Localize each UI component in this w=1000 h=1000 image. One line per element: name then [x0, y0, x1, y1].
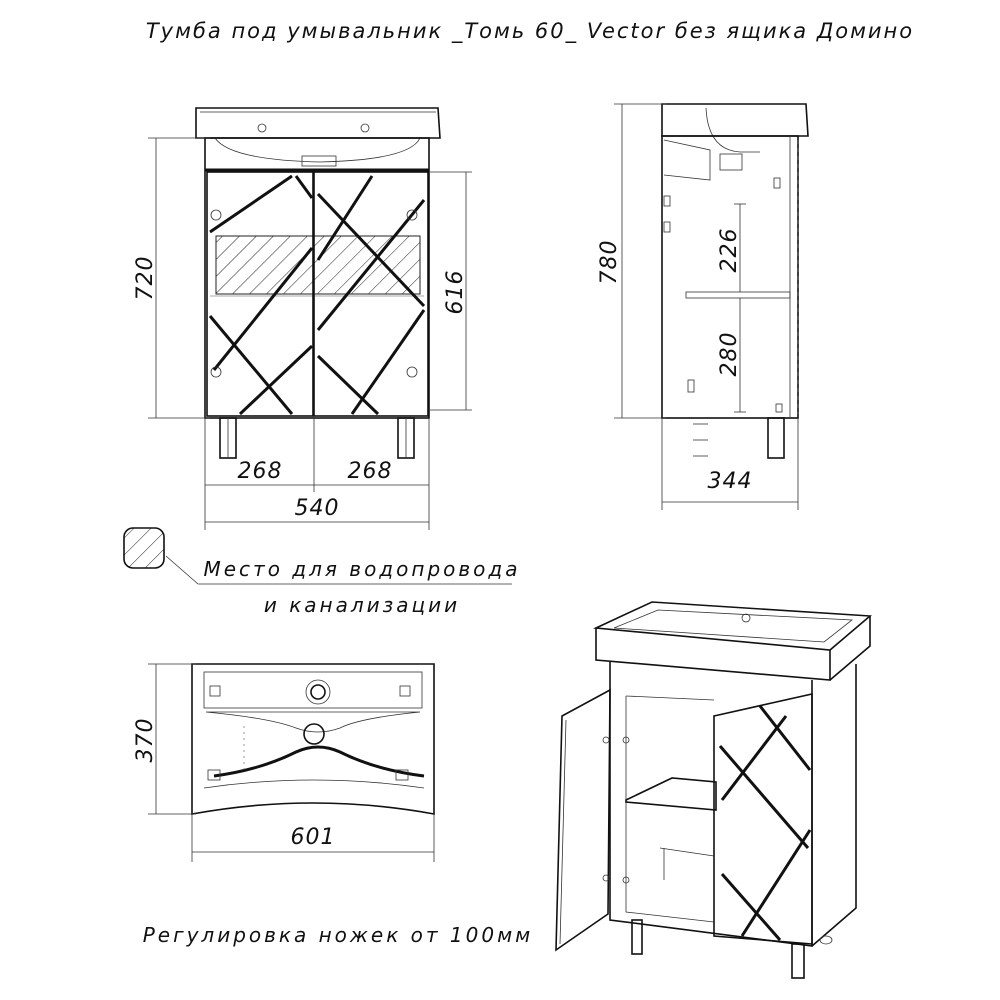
- footer-note: Регулировка ножек от 100мм: [143, 923, 534, 947]
- dim-shelf-gap-bottom: 280: [717, 332, 742, 377]
- iso-door-open: [555, 688, 611, 952]
- front-door-right: [313, 171, 429, 417]
- legend-text-line1: Место для водопровода: [203, 557, 520, 581]
- dim-side-depth: 344: [708, 469, 753, 494]
- dim-front-height: 720: [133, 256, 158, 301]
- side-dimensions: [614, 103, 799, 510]
- front-dimensions: [148, 137, 472, 530]
- legend-hatch-swatch: [123, 527, 165, 569]
- front-view: [195, 107, 441, 459]
- front-basin-bowl: [214, 137, 421, 163]
- side-view: [661, 103, 809, 459]
- legend: [123, 527, 512, 585]
- dim-door-height: 616: [443, 270, 468, 315]
- dim-door-width-right: 268: [348, 459, 393, 484]
- drawing-title: Тумба под умывальник _Томь 60_ Vector бе…: [146, 19, 914, 44]
- dim-side-height: 780: [597, 240, 622, 285]
- dim-top-depth: 370: [133, 718, 158, 763]
- isometric-view: [555, 601, 873, 979]
- iso-door-right: [713, 693, 813, 945]
- front-door-pattern: [208, 174, 426, 416]
- iso-door-pattern: [718, 705, 812, 941]
- dim-top-width: 601: [291, 825, 336, 850]
- iso-basin-top: [592, 601, 873, 651]
- front-door-left: [206, 171, 314, 417]
- iso-cabinet-side: [811, 664, 857, 947]
- side-leg: [767, 417, 785, 459]
- side-shelf: [685, 291, 791, 299]
- iso-leg-front-right: [791, 943, 805, 979]
- front-cabinet-body: [204, 137, 430, 419]
- side-basin-rim: [661, 103, 809, 137]
- iso-leg-front-left: [631, 919, 643, 955]
- legend-text-line2: и канализации: [264, 593, 460, 617]
- dim-door-width-left: 268: [238, 459, 283, 484]
- front-basin-rim: [195, 107, 441, 139]
- top-dimensions: [148, 663, 435, 862]
- top-view: [191, 663, 435, 815]
- top-outline: [191, 663, 435, 815]
- dim-front-width: 540: [295, 496, 340, 521]
- dim-shelf-gap-top: 226: [717, 228, 742, 273]
- iso-shelf: [625, 777, 717, 811]
